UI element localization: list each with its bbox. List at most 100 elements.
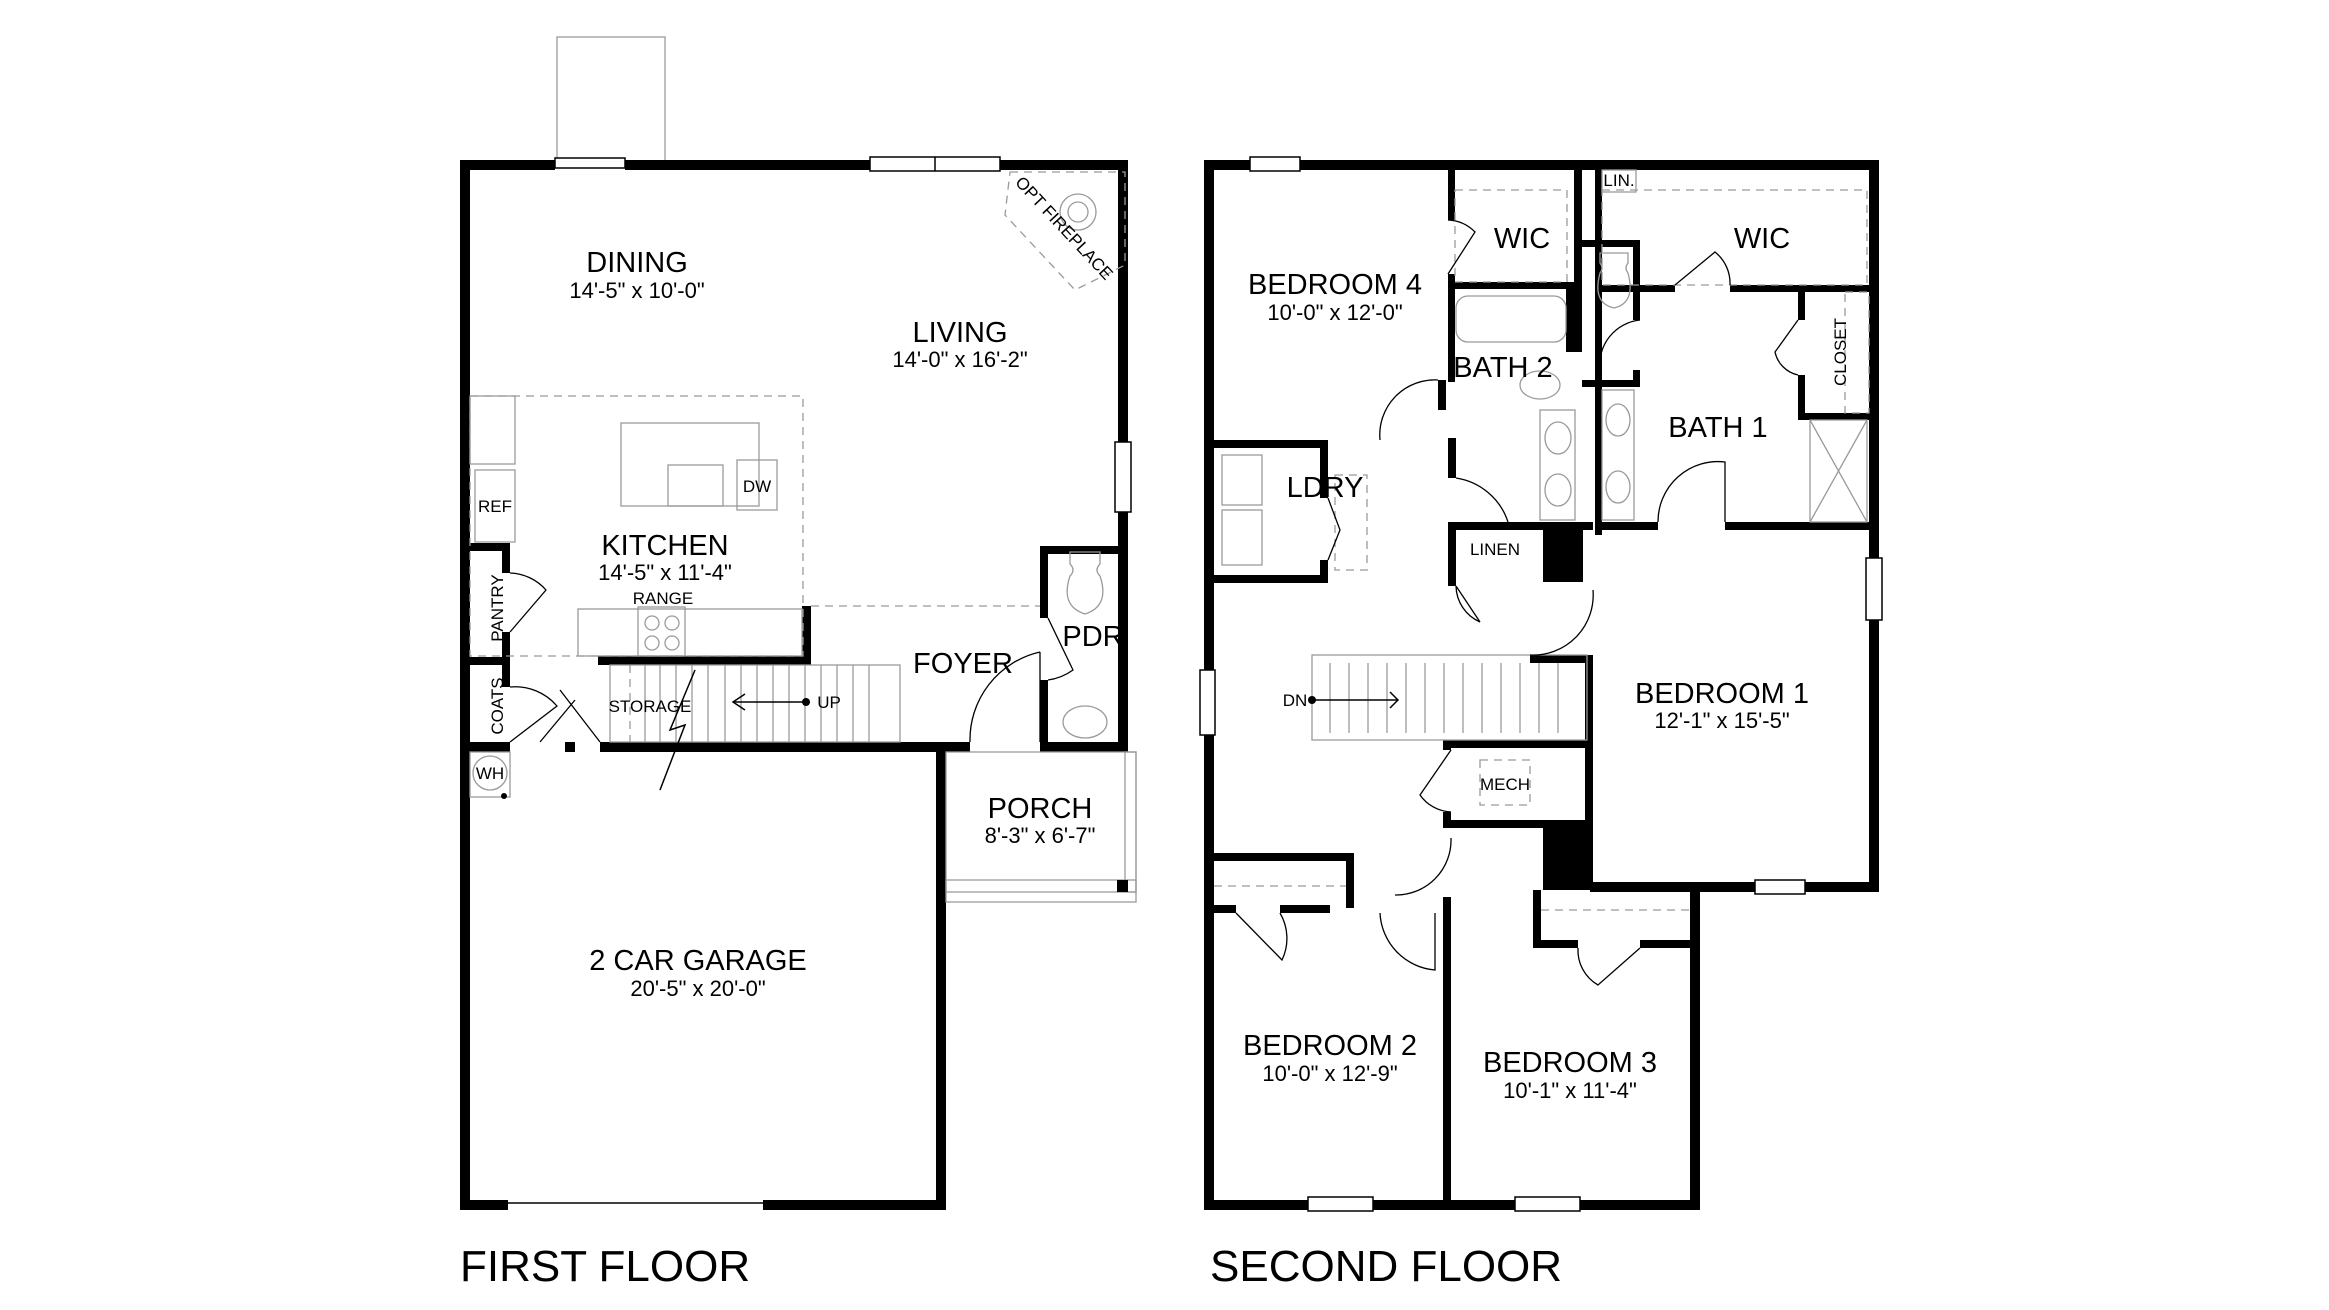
wall	[1346, 853, 1354, 908]
bath2-door[interactable]	[1455, 477, 1509, 523]
wall	[1798, 375, 1805, 420]
wall	[1204, 853, 1354, 861]
coats-label: COATS	[488, 677, 507, 734]
water-heater-closet	[469, 751, 511, 798]
wall	[763, 1200, 946, 1210]
kitchen-zone	[469, 395, 804, 657]
bath2-name: BATH 2	[1453, 352, 1552, 384]
wall	[598, 656, 810, 665]
wall	[1443, 812, 1451, 828]
counter	[469, 395, 516, 465]
wall	[1040, 680, 1048, 748]
front-door[interactable]	[969, 651, 1041, 743]
washer	[1221, 454, 1263, 506]
mech-door[interactable]	[1419, 749, 1452, 813]
toilet-icon	[1519, 370, 1561, 400]
wall	[936, 748, 946, 1210]
bath1-door[interactable]	[1657, 460, 1726, 523]
window	[1199, 669, 1216, 736]
closet-label: CLOSET	[1831, 318, 1850, 386]
wall	[1204, 160, 1879, 170]
sink	[667, 464, 724, 507]
window	[1514, 1196, 1581, 1212]
bedroom2-door[interactable]	[1379, 912, 1436, 971]
dw-label: DW	[743, 477, 771, 496]
wall	[1725, 522, 1875, 530]
porch-outline	[945, 751, 1137, 903]
wall	[1438, 380, 1446, 410]
bedroom3-closet-door[interactable]	[1577, 947, 1641, 986]
wall	[1000, 160, 1128, 170]
ldry-name: LDRY	[1287, 472, 1364, 504]
window	[1865, 557, 1883, 621]
ldry-door[interactable]	[1327, 497, 1341, 561]
porch-name: PORCH	[988, 793, 1093, 825]
sink-icon	[1062, 705, 1108, 739]
wall	[1118, 512, 1128, 748]
sliding-door[interactable]	[554, 157, 626, 169]
sink-icon	[1605, 470, 1631, 504]
fireplace-icon	[1004, 171, 1126, 291]
bedroom2-closet-door[interactable]	[1235, 912, 1288, 962]
window	[1114, 441, 1132, 513]
wall	[1590, 882, 1879, 892]
master-wic-door[interactable]	[1674, 251, 1731, 286]
wall	[502, 657, 510, 687]
first-floor-title: FIRST FLOOR	[460, 1242, 750, 1291]
wall	[1582, 380, 1640, 387]
wall	[460, 657, 510, 665]
pdr-door[interactable]	[1047, 617, 1074, 681]
wall	[460, 1200, 508, 1210]
wall	[1204, 575, 1328, 583]
garage-dimensions: 20'-5" x 20'-0"	[630, 976, 765, 1001]
fireplace-label: OPT FIREPLACE	[1011, 173, 1116, 284]
bedroom3-dimensions: 10'-1" x 11'-4"	[1503, 1078, 1637, 1103]
storage-door[interactable]	[539, 689, 601, 743]
closet-shelf	[1844, 291, 1870, 414]
staircase	[1308, 654, 1588, 741]
bedroom1-name: BEDROOM 1	[1635, 678, 1809, 710]
wall	[460, 160, 555, 170]
wall	[1798, 290, 1805, 320]
lin-label: LIN.	[1603, 171, 1634, 190]
lin-shelf	[1601, 169, 1637, 193]
wall	[1204, 905, 1236, 913]
bedroom1-door[interactable]	[1529, 589, 1594, 656]
first-floor-plan: OPT FIREPLACE REF DW RANGE PANTRY COATS	[460, 36, 1137, 1291]
wall	[1869, 620, 1879, 892]
wall	[1118, 160, 1128, 450]
wic-shelving	[1454, 189, 1568, 283]
sink-icon	[1605, 403, 1631, 437]
pantry-door[interactable]	[509, 572, 547, 633]
linen-door[interactable]	[1455, 585, 1481, 623]
window	[1249, 156, 1301, 172]
coats-door[interactable]	[509, 686, 558, 743]
wall	[600, 742, 970, 752]
living-room-dimensions: 14'-0" x 16'-2"	[892, 347, 1027, 372]
closet-door[interactable]	[1774, 319, 1799, 376]
wic-shelving	[1601, 189, 1868, 286]
kitchen-name: KITCHEN	[601, 530, 728, 562]
wall	[1448, 165, 1455, 220]
range	[637, 606, 686, 657]
bedroom1-dimensions: 12'-1" x 15'-5"	[1654, 708, 1789, 733]
wall	[1585, 655, 1593, 890]
wall	[1443, 820, 1593, 828]
shower-icon	[1809, 419, 1868, 523]
wall	[460, 543, 510, 551]
bath-hall-door[interactable]	[1394, 837, 1452, 896]
wall	[1448, 282, 1581, 289]
wall	[1595, 285, 1675, 292]
wall	[1533, 890, 1541, 945]
wall	[1566, 288, 1582, 352]
rear-patio	[556, 36, 666, 163]
wall	[802, 606, 811, 665]
wic-door[interactable]	[1447, 219, 1476, 275]
linen-label: LINEN	[1470, 540, 1520, 559]
foyer-name: FOYER	[913, 648, 1013, 680]
porch-dimensions: 8'-3" x 6'-7"	[985, 823, 1096, 848]
wall	[1798, 413, 1876, 420]
bedroom4-door[interactable]	[1379, 379, 1439, 441]
wall	[1443, 897, 1451, 1210]
wc-door[interactable]	[1599, 319, 1641, 371]
